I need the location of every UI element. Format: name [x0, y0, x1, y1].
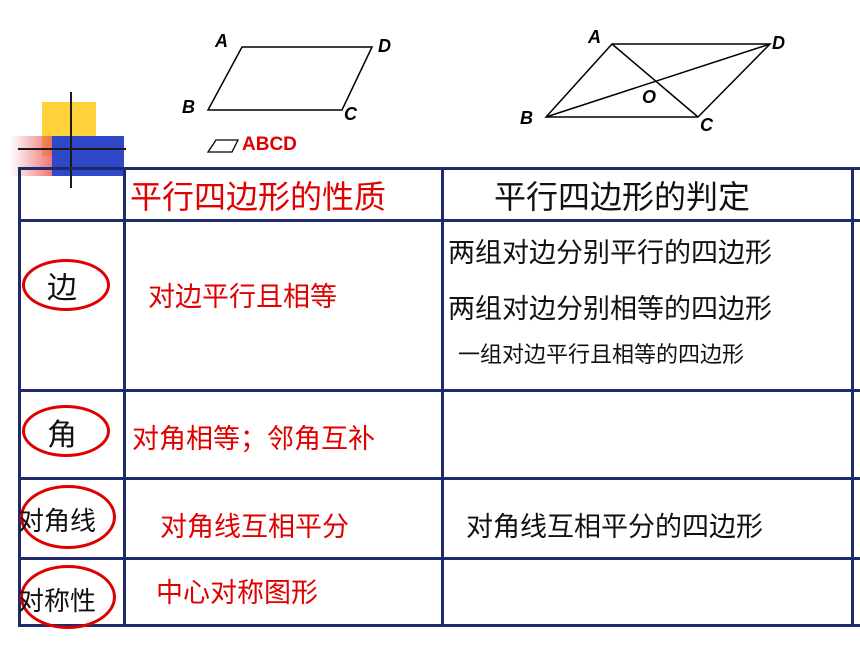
criterion-diagonals: 对角线互相平分的四边形	[466, 512, 763, 543]
diagram1-label-c: C	[344, 104, 357, 124]
parallelogram-diagrams	[206, 43, 772, 153]
diagonal-bd	[545, 43, 771, 118]
property-diagonals: 对角线互相平分	[160, 512, 349, 543]
parallelogram-symbol-label: ABCD	[242, 134, 297, 155]
grid-line	[18, 219, 860, 222]
diagram2-label-o: O	[642, 87, 657, 107]
header-criterion: 平行四边形的判定	[494, 178, 751, 216]
criterion-sides-2: 两组对边分别相等的四边形	[448, 294, 772, 325]
parallelogram-symbol-icon	[206, 139, 240, 153]
property-angles: 对角相等；邻角互补	[132, 424, 375, 455]
parallelogram-1-shape	[206, 46, 374, 111]
properties-table: 平行四边形的性质 平行四边形的判定 边 对边平行且相等 两组对边分别平行的四边形…	[18, 167, 860, 629]
diagonal-ac	[611, 43, 699, 118]
criterion-sides-3: 一组对边平行且相等的四边形	[458, 343, 745, 368]
ornament-horizontal-line	[18, 148, 126, 150]
ornament-vertical-line	[70, 92, 72, 188]
category-oval	[20, 565, 116, 629]
diagram2-label-a: A	[588, 27, 601, 47]
category-angles: 角	[47, 418, 77, 453]
category-symmetry: 对称性	[18, 587, 97, 617]
diagram2-label-b: B	[520, 108, 533, 128]
category-oval	[22, 405, 110, 457]
grid-line	[18, 557, 860, 560]
diagram2-label-d: D	[772, 33, 785, 53]
grid-line	[18, 167, 21, 627]
grid-line	[123, 167, 126, 627]
grid-line	[18, 167, 860, 170]
header-property: 平行四边形的性质	[130, 178, 387, 216]
property-symmetry: 中心对称图形	[156, 578, 318, 609]
grid-line	[18, 477, 860, 480]
grid-line	[18, 624, 860, 627]
category-sides: 边	[47, 271, 77, 306]
criterion-sides-1: 两组对边分别平行的四边形	[448, 238, 772, 269]
diagram1-label-d: D	[378, 36, 391, 56]
category-oval	[22, 259, 110, 311]
category-diagonals: 对角线	[18, 507, 97, 537]
diagram1-label-b: B	[182, 97, 195, 117]
grid-line	[441, 167, 444, 627]
category-oval	[20, 485, 116, 549]
property-sides: 对边平行且相等	[148, 282, 337, 313]
diagram2-label-c: C	[700, 115, 713, 135]
grid-line	[18, 389, 860, 392]
diagram1-label-a: A	[215, 31, 228, 51]
grid-line	[851, 167, 854, 627]
